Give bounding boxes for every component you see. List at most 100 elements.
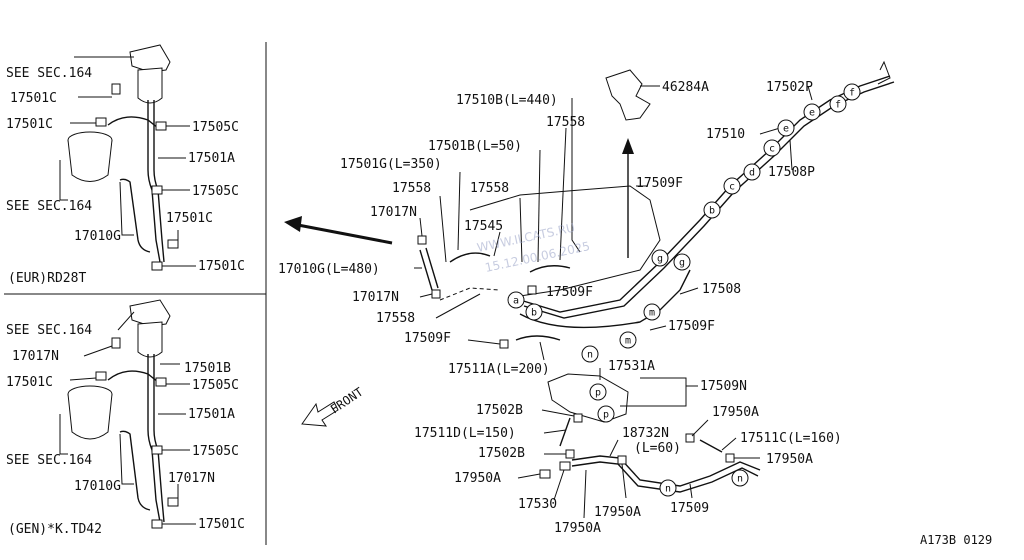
label-17501C: 17501C <box>6 375 53 390</box>
panel-caption: (GEN)*K.TD42 <box>8 522 102 537</box>
leader <box>493 231 501 257</box>
label-17505C: 17505C <box>192 378 239 393</box>
label-see-sec-164: SEE SEC.164 <box>6 66 92 81</box>
label-17502B: 17502B <box>476 403 523 418</box>
pipe-upper-loop <box>107 116 159 129</box>
label-17501G: 17501G(L=350) <box>340 157 442 172</box>
pipe-end <box>877 60 891 85</box>
clamp-17950A <box>685 433 695 443</box>
clip-17509F <box>499 339 509 349</box>
label-17017N: 17017N <box>168 471 215 486</box>
clip-17501C-b <box>111 83 121 95</box>
circle-marker-ring <box>763 139 781 157</box>
label-see-sec-164: SEE SEC.164 <box>6 199 92 214</box>
label-17950A: 17950A <box>454 471 501 486</box>
clip-17505C-b <box>151 185 163 195</box>
circle-marker-g: g <box>651 249 669 267</box>
leader <box>553 469 565 501</box>
label-see-sec-164: SEE SEC.164 <box>6 323 92 338</box>
hose-17010G <box>419 249 433 291</box>
circle-marker-ring <box>589 383 607 401</box>
panel-gen-ktd42: SEE SEC.164 17017N 17501B 17501C 17505C … <box>6 299 245 537</box>
clamp-17950A <box>617 455 627 465</box>
hose-17010G-b <box>425 247 439 289</box>
label-46284A: 46284A <box>662 80 709 95</box>
circle-marker-ring <box>619 331 637 349</box>
label-17017N: 17017N <box>12 349 59 364</box>
bracket-46284A <box>605 69 651 121</box>
clip-17501C-a <box>95 117 107 127</box>
pump-body <box>137 321 163 358</box>
label-17558: 17558 <box>376 311 415 326</box>
circle-marker-letter: d <box>749 168 755 179</box>
circle-marker-c: c <box>763 139 781 157</box>
circle-marker-n: n <box>659 479 677 497</box>
tank-outline <box>469 185 661 297</box>
label-17017N: 17017N <box>352 290 399 305</box>
circle-marker-letter: e <box>783 124 789 135</box>
circle-marker-letter: m <box>625 336 631 347</box>
label-17508P: 17508P <box>768 165 815 180</box>
circle-marker-letter: f <box>835 100 841 111</box>
label-17501C: 17501C <box>166 211 213 226</box>
circle-marker-ring <box>659 479 677 497</box>
circle-marker-ring <box>673 253 691 271</box>
leader <box>119 181 134 236</box>
clamp-17950A <box>725 453 735 463</box>
label-17950A: 17950A <box>766 452 813 467</box>
pump-housing <box>129 44 171 73</box>
leader <box>439 195 447 263</box>
clip-17501C-d <box>151 261 163 271</box>
leader <box>59 160 68 201</box>
circle-marker-letter: e <box>809 108 815 119</box>
circle-marker-d: d <box>743 163 761 181</box>
label-17510: 17510 <box>706 127 745 142</box>
circle-marker-f: f <box>843 83 861 101</box>
hose-17501B <box>529 265 571 273</box>
label-17501C: 17501C <box>6 117 53 132</box>
circle-marker-ring <box>829 95 847 113</box>
label-17950A: 17950A <box>594 505 641 520</box>
circle-marker-letter: b <box>709 206 715 217</box>
clamp-17950A <box>539 469 551 479</box>
leader <box>419 217 423 237</box>
label-17010G: 17010G(L=480) <box>278 262 380 277</box>
circle-marker-letter: m <box>649 308 655 319</box>
label-17505C: 17505C <box>192 184 239 199</box>
pump-housing <box>129 299 171 327</box>
circle-marker-letter: g <box>657 254 663 265</box>
label-17509F: 17509F <box>668 319 715 334</box>
clip-17505C-a <box>155 121 167 131</box>
leader <box>59 414 68 455</box>
reference-arrow <box>297 223 393 245</box>
hose-17501G <box>449 252 491 263</box>
circle-marker-ring <box>581 345 599 363</box>
label-17505C: 17505C <box>192 120 239 135</box>
label-17511A: 17511A(L=200) <box>448 362 550 377</box>
circle-marker-ring <box>843 83 861 101</box>
panel-eur-rd28t: SEE SEC.164 17501C 17501C 17505C 17501A … <box>6 44 245 286</box>
label-17950A: 17950A <box>712 405 759 420</box>
clip <box>167 497 179 507</box>
clip-17017N <box>431 289 441 299</box>
circle-marker-letter: n <box>737 474 743 485</box>
bracket-17509N <box>620 377 687 407</box>
circle-marker-letter: p <box>595 388 601 399</box>
leader <box>571 98 581 253</box>
circle-marker-letter: n <box>665 484 671 495</box>
leader <box>759 127 781 135</box>
leader <box>69 377 97 381</box>
circle-marker-p: p <box>597 405 615 423</box>
label-17501B: 17501B <box>184 361 231 376</box>
footer-code: A173B 0129 <box>920 533 992 547</box>
circle-marker-letter: a <box>513 296 519 307</box>
label-17501A: 17501A <box>188 407 235 422</box>
circle-marker-ring <box>723 177 741 195</box>
clip-17501C-c <box>167 239 179 249</box>
circle-marker-ring <box>525 303 543 321</box>
circle-marker-b: b <box>525 303 543 321</box>
pipe-17010G <box>119 178 151 253</box>
circle-marker-m: m <box>619 331 637 349</box>
